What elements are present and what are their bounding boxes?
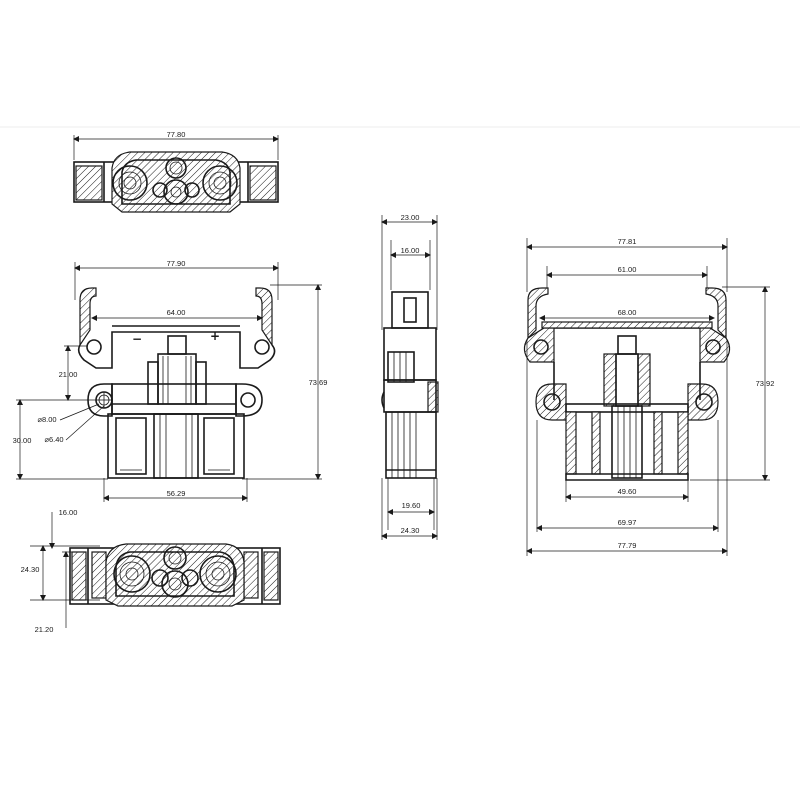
front-view-outer-diameter-label: ⌀8.00 [37, 415, 56, 424]
side-view-width-label: 23.00 [401, 213, 420, 222]
side-view-inner-width-label: 16.00 [401, 246, 420, 255]
front-view: 77.90 64.00 73.69 − + [13, 259, 328, 502]
section-view-height-label: 73.92 [756, 379, 775, 388]
section-view-span-68-label: 68.00 [618, 308, 637, 317]
top-view-width-label: 77.80 [167, 130, 186, 139]
section-view-span-49-label: 49.60 [618, 487, 637, 496]
front-view-hole-height-label: 30.00 [13, 436, 32, 445]
section-view-span-69-label: 69.97 [618, 518, 637, 527]
plus-symbol: + [210, 329, 220, 343]
top-view: 77.80 [73, 130, 279, 213]
minus-symbol: − [132, 332, 142, 346]
bottom-view-mid-dim-label: 24.30 [21, 565, 40, 574]
section-view: 77.81 61.00 68.00 [523, 237, 775, 556]
section-view-span-61-label: 61.00 [618, 265, 637, 274]
bottom-view-low-dim-label: 21.20 [35, 625, 54, 634]
section-view-bottom-width-label: 77.79 [618, 541, 637, 550]
front-view-height-label: 73.69 [309, 378, 328, 387]
bottom-view: 16.00 24.30 21.20 [21, 508, 281, 634]
front-view-inner-width-label: 64.00 [167, 308, 186, 317]
section-view-width-label: 77.81 [618, 237, 637, 246]
front-view-hole-offset-label: 21.00 [59, 370, 78, 379]
front-view-width-label: 77.90 [167, 259, 186, 268]
bottom-view-top-dim-label: 16.00 [59, 508, 78, 517]
front-view-inner-diameter-label: ⌀6.40 [44, 435, 63, 444]
front-view-bottom-width-label: 56.29 [167, 489, 186, 498]
side-view: 23.00 16.00 19.60 24.30 [381, 213, 439, 540]
side-view-bottom-width-label: 24.30 [401, 526, 420, 535]
side-view-inner-bottom-label: 19.60 [402, 501, 421, 510]
